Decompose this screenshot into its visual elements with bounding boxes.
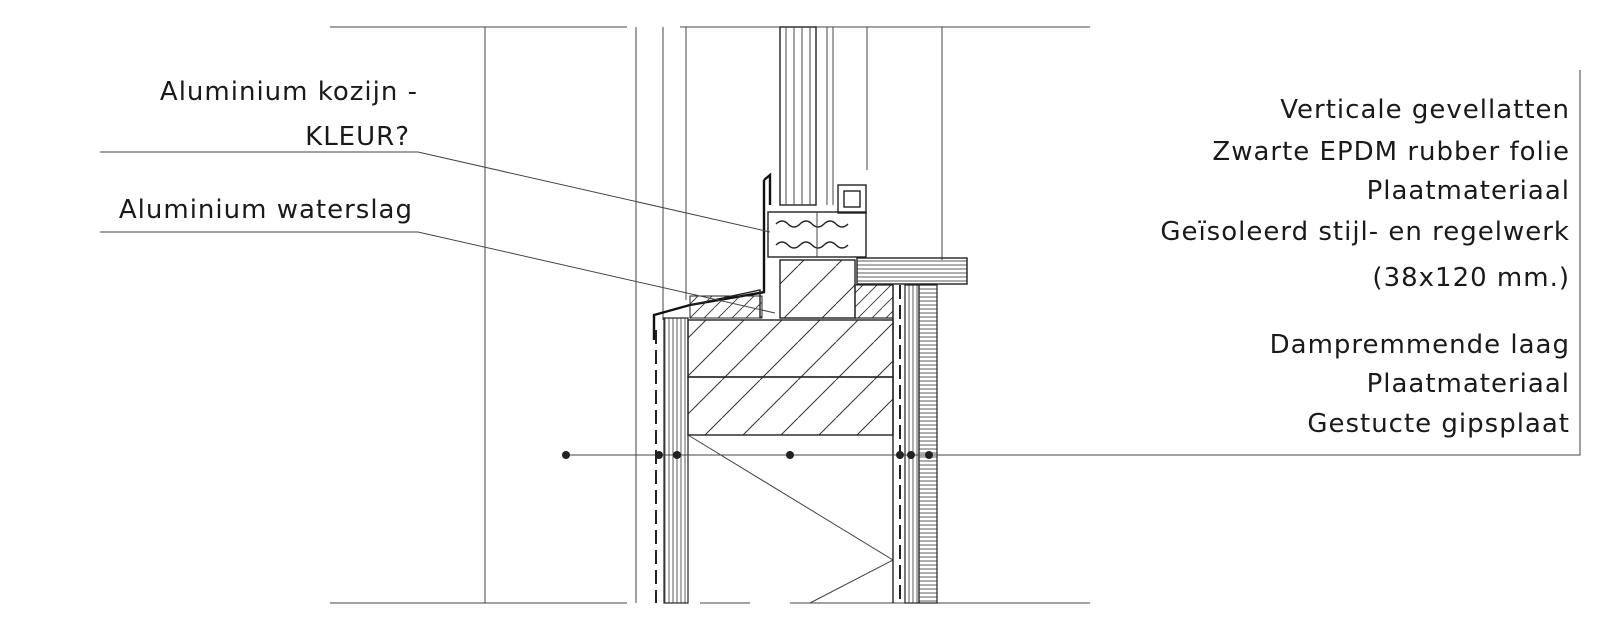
break-lines	[330, 26, 1090, 604]
label-dampremmende-laag: Dampremmende laag	[1270, 330, 1570, 360]
water-sill	[652, 289, 766, 340]
left-leaders	[100, 151, 776, 314]
insulated-frame	[687, 319, 894, 604]
label-epdm: Zwarte EPDM rubber folie	[1212, 137, 1570, 167]
label-waterslag: Aluminium waterslag	[119, 195, 413, 225]
interior-layers	[892, 284, 938, 604]
left-labels: Aluminium kozijn - KLEUR? Aluminium wate…	[119, 77, 418, 225]
label-gipsplaat: Gestucte gipsplaat	[1307, 409, 1570, 439]
label-kozijn-line1: Aluminium kozijn -	[160, 77, 418, 107]
vertical-grid-lines	[484, 27, 943, 603]
label-kozijn-line2: KLEUR?	[305, 122, 410, 152]
label-plaatmateriaal-2: Plaatmateriaal	[1367, 369, 1570, 399]
layer-leader	[562, 70, 1581, 459]
label-plaatmateriaal-1: Plaatmateriaal	[1367, 176, 1570, 206]
label-gevellatten: Verticale gevellatten	[1280, 95, 1570, 125]
right-labels: Verticale gevellatten Zwarte EPDM rubber…	[1160, 95, 1570, 439]
window-frame-profile	[762, 26, 867, 292]
label-dimensions: (38x120 mm.)	[1372, 263, 1570, 293]
exterior-layers	[655, 317, 689, 604]
timber-sill-block	[779, 257, 968, 319]
label-stijl-regelwerk: Geïsoleerd stijl- en regelwerk	[1160, 217, 1570, 247]
